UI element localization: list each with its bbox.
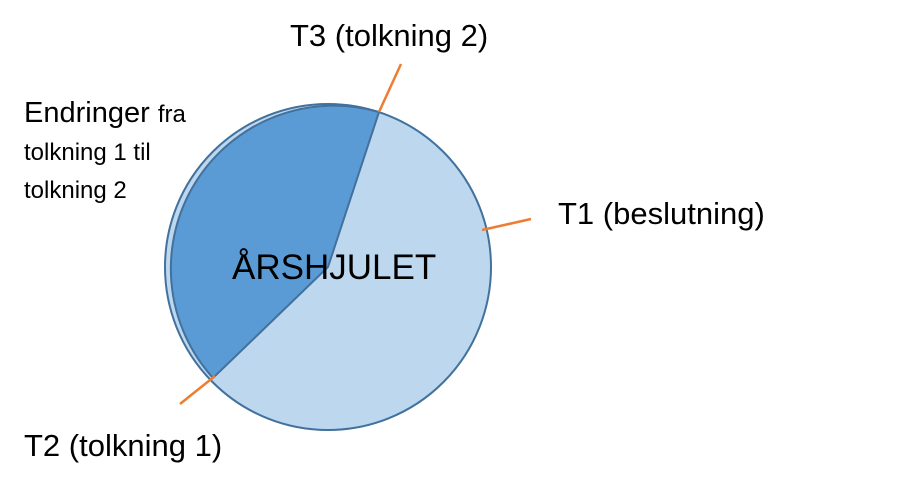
tick-t3 <box>377 63 403 113</box>
changes-label-word1: Endringer <box>24 97 150 129</box>
milestone-t2-label: T2 (tolkning 1) <box>24 428 223 463</box>
tick-t2 <box>179 375 216 405</box>
wheel-changes-sector <box>169 104 381 380</box>
changes-label: Endringer fra tolkning 1 til tolkning 2 <box>24 94 186 210</box>
milestone-t1-label: T1 (beslutning) <box>558 196 765 231</box>
wheel-title: ÅRSHJULET <box>232 248 437 287</box>
changes-label-line2: tolkning 1 til <box>24 139 151 166</box>
tick-t1 <box>481 217 532 232</box>
changes-label-word2: fra <box>157 101 186 128</box>
changes-label-line3: tolkning 2 <box>24 177 127 204</box>
milestone-t3-label: T3 (tolkning 2) <box>290 18 489 53</box>
